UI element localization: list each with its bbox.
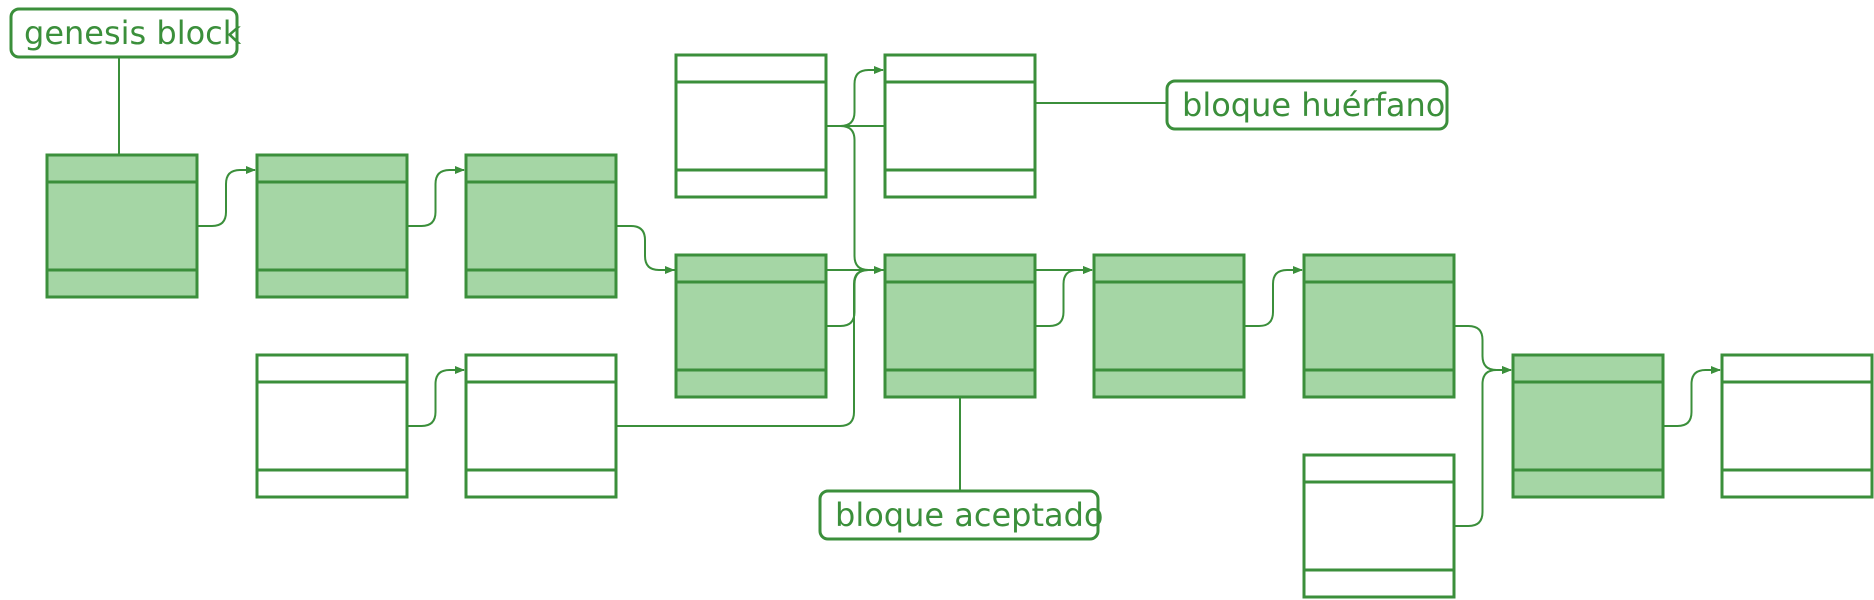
genesis-label-box	[9, 7, 239, 59]
block-b8	[1511, 353, 1665, 499]
link-b2-b3	[407, 166, 465, 227]
block-body	[464, 153, 618, 299]
link-b6-b7	[1244, 266, 1303, 327]
block-o3	[255, 353, 409, 499]
link-o5-b8	[1454, 366, 1512, 527]
block-body	[674, 253, 828, 399]
block-body	[45, 153, 199, 299]
block-b6	[1092, 253, 1246, 399]
block-o6	[1720, 353, 1874, 499]
block-o4	[464, 353, 618, 499]
link-o3-o4	[407, 366, 465, 427]
accepted-label: bloque aceptado	[835, 496, 1103, 534]
callouts-layer: genesis block bloque huérfano bloque ace…	[9, 7, 1449, 541]
block-o5	[1302, 453, 1456, 599]
links-layer	[197, 66, 1721, 527]
block-b7	[1302, 253, 1456, 399]
block-body	[674, 53, 828, 199]
link-o1-o2	[826, 66, 884, 127]
accepted-label-box	[818, 489, 1100, 541]
block-b3	[464, 153, 618, 299]
block-body	[255, 353, 409, 499]
block-body	[464, 353, 618, 499]
block-o2	[883, 53, 1037, 199]
block-body	[1720, 353, 1874, 499]
orphan-label: bloque huérfano	[1182, 86, 1445, 124]
block-body	[255, 153, 409, 299]
block-body	[883, 253, 1037, 399]
block-body	[883, 53, 1037, 199]
block-body	[1092, 253, 1246, 399]
link-b4-b5	[826, 266, 884, 327]
block-body	[1302, 253, 1456, 399]
link-b3-b4	[616, 225, 675, 274]
block-b2	[255, 153, 409, 299]
blocks-layer	[45, 53, 1874, 599]
link-b5-b6	[1035, 266, 1093, 327]
block-b4	[674, 253, 828, 399]
block-body	[1511, 353, 1665, 499]
block-o1	[674, 53, 828, 199]
block-b5	[883, 253, 1037, 399]
block-body	[1302, 453, 1456, 599]
link-b1-b2	[197, 166, 256, 227]
link-b7-b8	[1454, 325, 1512, 374]
link-b8-o6	[1663, 366, 1721, 427]
orphan-label-box	[1165, 79, 1449, 131]
genesis-label: genesis block	[24, 14, 242, 52]
block-b1	[45, 153, 199, 299]
link-o2-b4	[673, 125, 1035, 274]
